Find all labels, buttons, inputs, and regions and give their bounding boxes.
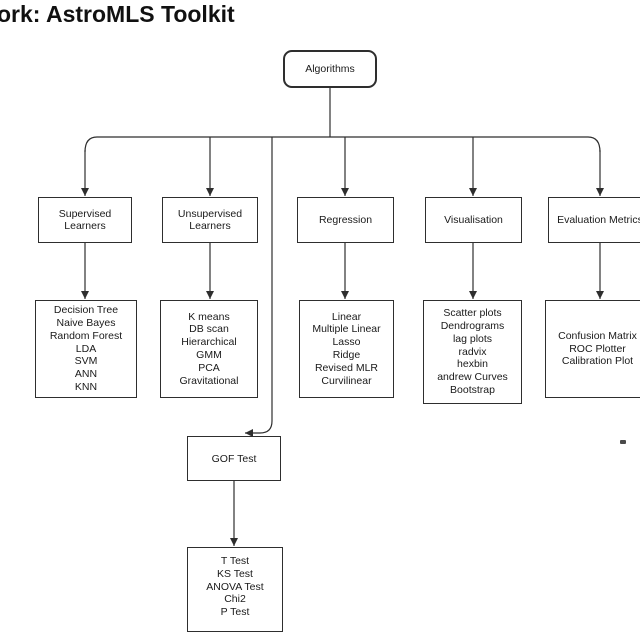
- stray-mark: [620, 440, 626, 444]
- node-visualisation: Visualisation: [425, 197, 522, 243]
- node-evaluation-metrics-label: Evaluation Metrics: [557, 213, 640, 226]
- connector-trunk: [84, 136, 601, 153]
- node-algorithms: Algorithms: [283, 50, 377, 88]
- list-evaluation-metrics-items: Confusion Matrix ROC Plotter Calibration…: [558, 329, 637, 368]
- node-gof-test: GOF Test: [187, 436, 281, 481]
- list-regression-items: Linear Multiple Linear Lasso Ridge Revis…: [312, 310, 381, 387]
- node-visualisation-label: Visualisation: [444, 213, 503, 226]
- node-supervised-learners-label: Supervised Learners: [58, 207, 112, 233]
- list-unsupervised-learners: K means DB scan Hierarchical GMM PCA Gra…: [160, 300, 258, 398]
- list-visualisation-items: Scatter plots Dendrograms lag plots radv…: [437, 307, 508, 396]
- node-evaluation-metrics: Evaluation Metrics: [548, 197, 640, 243]
- list-supervised-learners: Decision Tree Naive Bayes Random Forest …: [35, 300, 137, 398]
- node-regression-label: Regression: [318, 213, 373, 226]
- node-algorithms-label: Algorithms: [305, 63, 355, 75]
- list-gof-tests: T Test KS Test ANOVA Test Chi2 P Test: [187, 547, 283, 632]
- list-regression: Linear Multiple Linear Lasso Ridge Revis…: [299, 300, 394, 398]
- node-unsupervised-learners-label: Unsupervised Learners: [177, 207, 243, 233]
- list-supervised-learners-items: Decision Tree Naive Bayes Random Forest …: [49, 304, 123, 393]
- list-evaluation-metrics: Confusion Matrix ROC Plotter Calibration…: [545, 300, 640, 398]
- list-visualisation: Scatter plots Dendrograms lag plots radv…: [423, 300, 522, 404]
- list-unsupervised-learners-items: K means DB scan Hierarchical GMM PCA Gra…: [179, 310, 239, 387]
- page-title: ork: AstroMLS Toolkit: [0, 1, 235, 27]
- node-gof-test-label: GOF Test: [211, 452, 257, 465]
- list-gof-tests-items: T Test KS Test ANOVA Test Chi2 P Test: [206, 555, 264, 619]
- node-supervised-learners: Supervised Learners: [38, 197, 132, 243]
- node-unsupervised-learners: Unsupervised Learners: [162, 197, 258, 243]
- node-regression: Regression: [297, 197, 394, 243]
